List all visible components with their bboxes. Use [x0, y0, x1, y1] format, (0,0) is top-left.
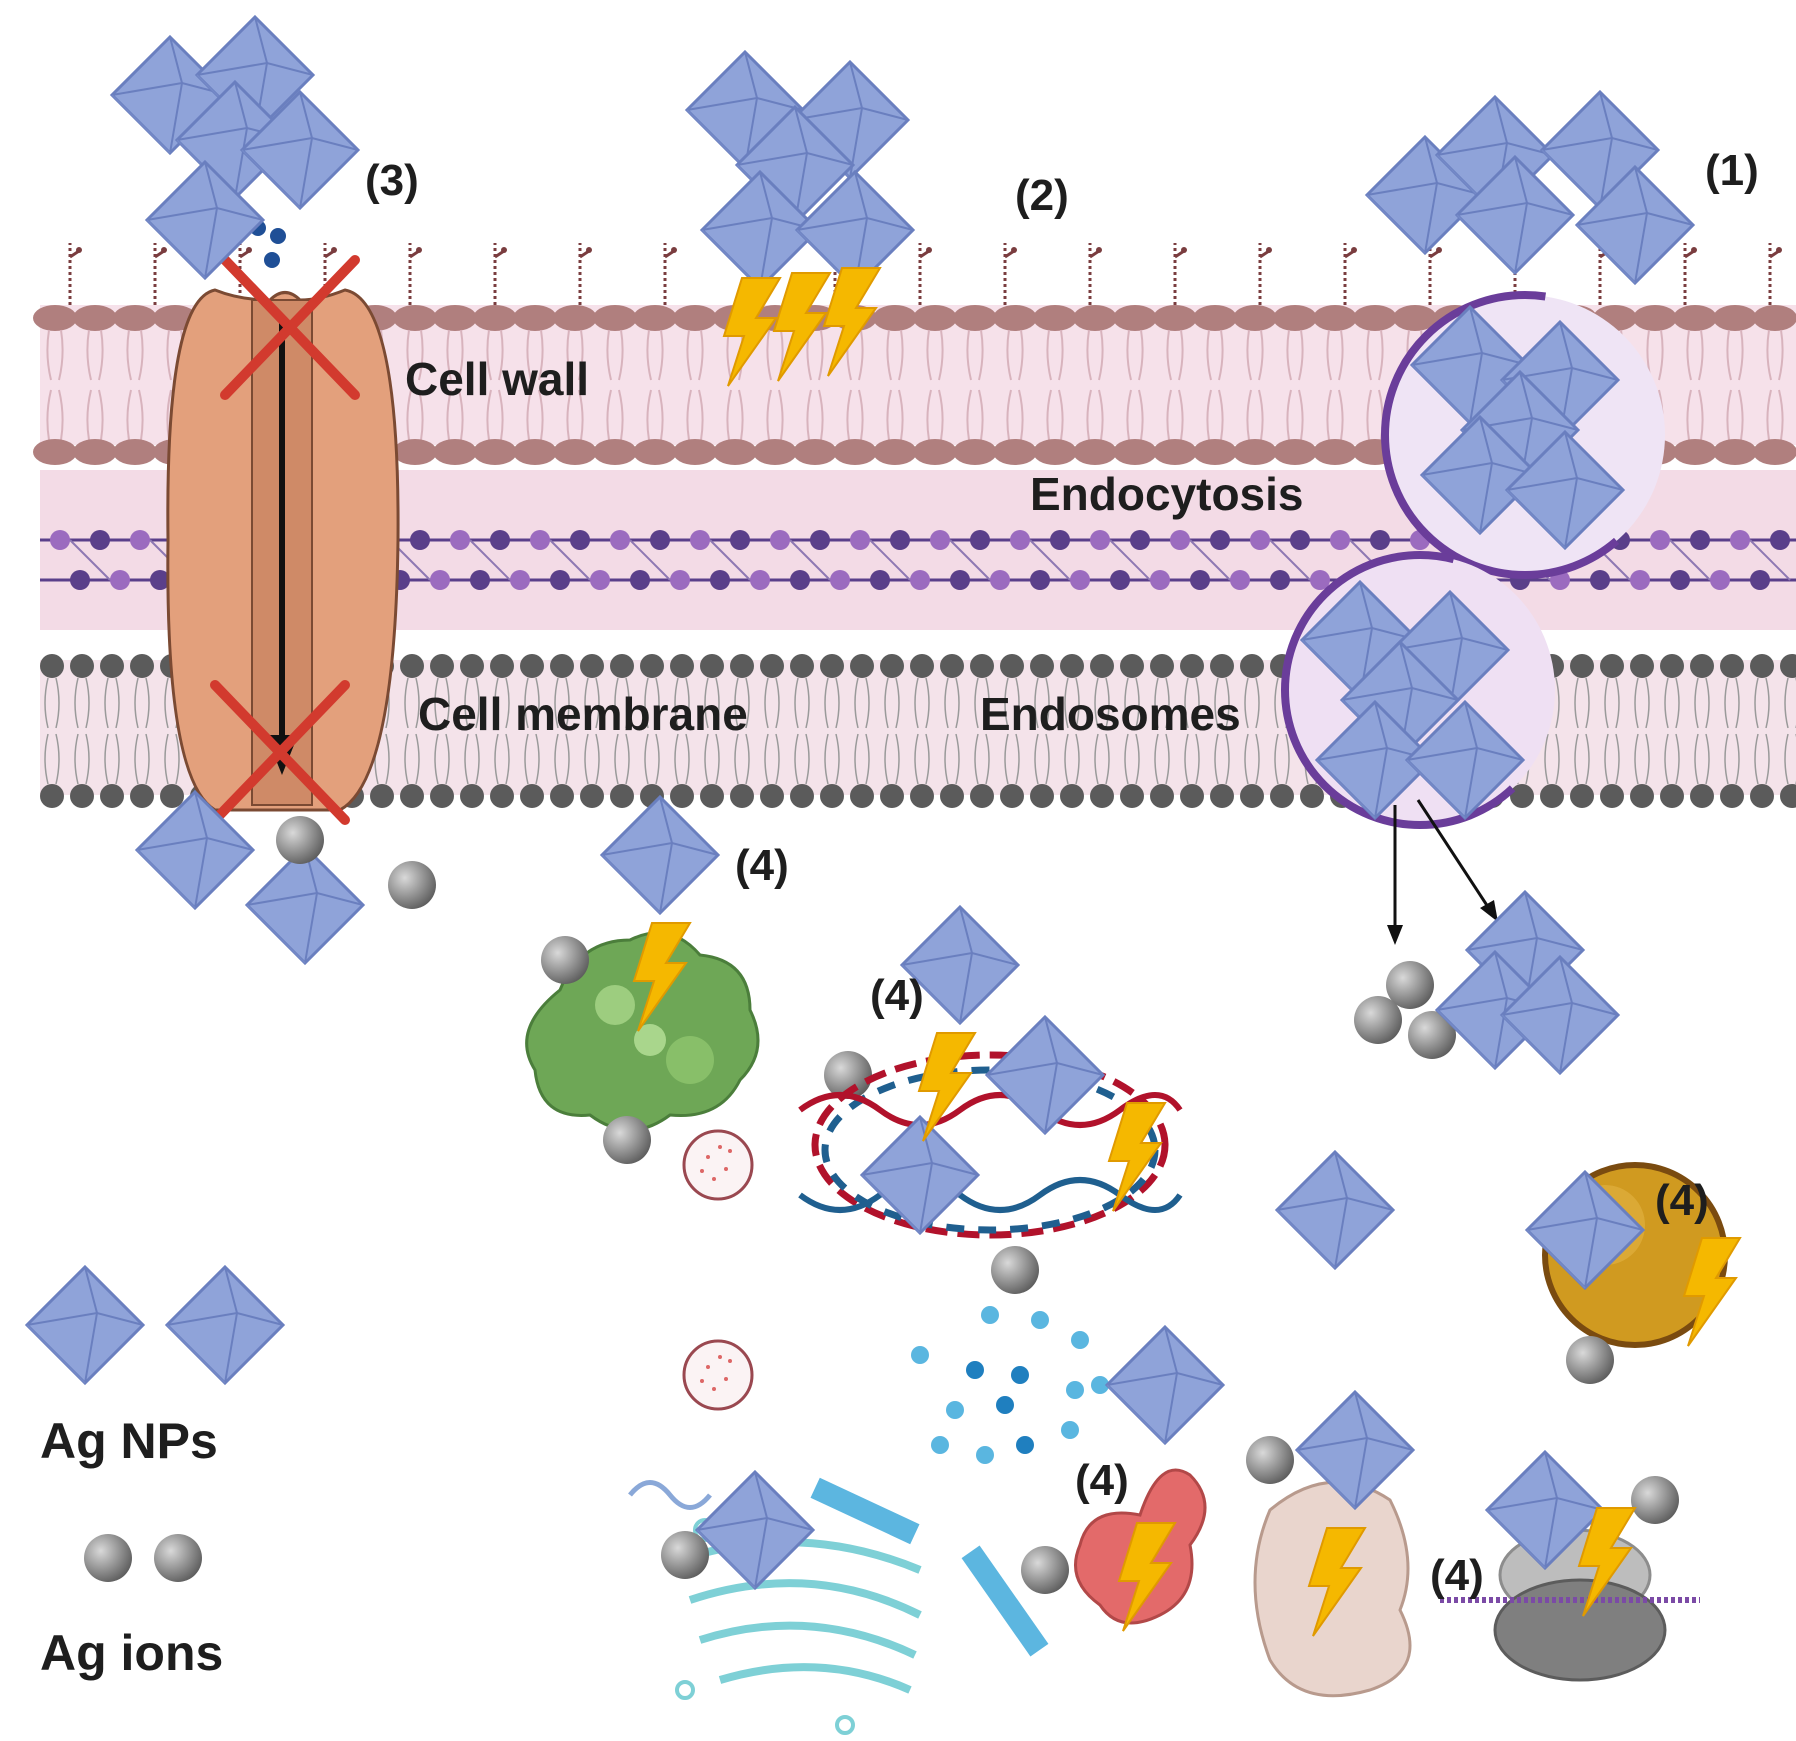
ion-icon [1246, 1436, 1294, 1484]
mrna-icon [628, 1480, 712, 1510]
microtubule-icon [810, 1477, 920, 1545]
nanoparticle-cluster-2 [685, 50, 915, 290]
lightning-icon [918, 1032, 976, 1142]
legend-ions-label: Ag ions [40, 1625, 223, 1681]
cross-icon [210, 680, 350, 825]
vesicle-icon [682, 1339, 754, 1411]
ion-icon [1631, 1476, 1679, 1524]
endosomes-label: Endosomes [980, 688, 1241, 740]
legend-ion-icon [154, 1534, 202, 1582]
route-4-label: (4) [870, 971, 924, 1020]
vesicle-icon [682, 1129, 754, 1201]
route-4-label: (4) [735, 841, 789, 890]
ion-icon [1021, 1546, 1069, 1594]
route-4-label: (4) [1655, 1176, 1709, 1225]
ion-icon [991, 1246, 1039, 1294]
golgi-icon [675, 1518, 922, 1735]
nanoparticle-icon [1275, 1150, 1395, 1270]
nanoparticle-cluster-1 [1365, 90, 1695, 285]
legend-nanoparticle-icon [25, 1265, 145, 1385]
route-1-label: (1) [1705, 146, 1759, 195]
nanoparticle-icon [695, 1470, 815, 1590]
route-3-label: (3) [365, 156, 419, 205]
ion-icon [541, 936, 589, 984]
protein-icon [525, 931, 760, 1132]
legend-nps-label: Ag NPs [40, 1413, 218, 1469]
route-2-label: (2) [1015, 171, 1069, 220]
released-particles-channel [135, 790, 436, 965]
nanoparticle-icon [985, 1015, 1105, 1135]
legend: Ag NPs Ag ions [25, 1265, 285, 1681]
route-4-label: (4) [1430, 1551, 1484, 1600]
ion-icon [1566, 1336, 1614, 1384]
release-arrows [1387, 799, 1498, 945]
ion-icon [661, 1531, 709, 1579]
cell-wall-label: Cell wall [405, 353, 589, 405]
route-4-label: (4) [1075, 1456, 1129, 1505]
nanoparticle-icon [1105, 1325, 1225, 1445]
nanoparticle-cluster-3 [110, 15, 360, 280]
cell-membrane-label: Cell membrane [418, 688, 748, 740]
ion-cluster [911, 1306, 1109, 1464]
cross-icon [220, 255, 360, 400]
microtubule-icon [961, 1545, 1049, 1657]
legend-ion-icon [84, 1534, 132, 1582]
legend-nanoparticle-icon [165, 1265, 285, 1385]
endocytosis-label: Endocytosis [1030, 468, 1304, 520]
nanoparticle-icon [600, 795, 720, 915]
ion-icon [603, 1116, 651, 1164]
protein-channel-icon [166, 288, 400, 812]
